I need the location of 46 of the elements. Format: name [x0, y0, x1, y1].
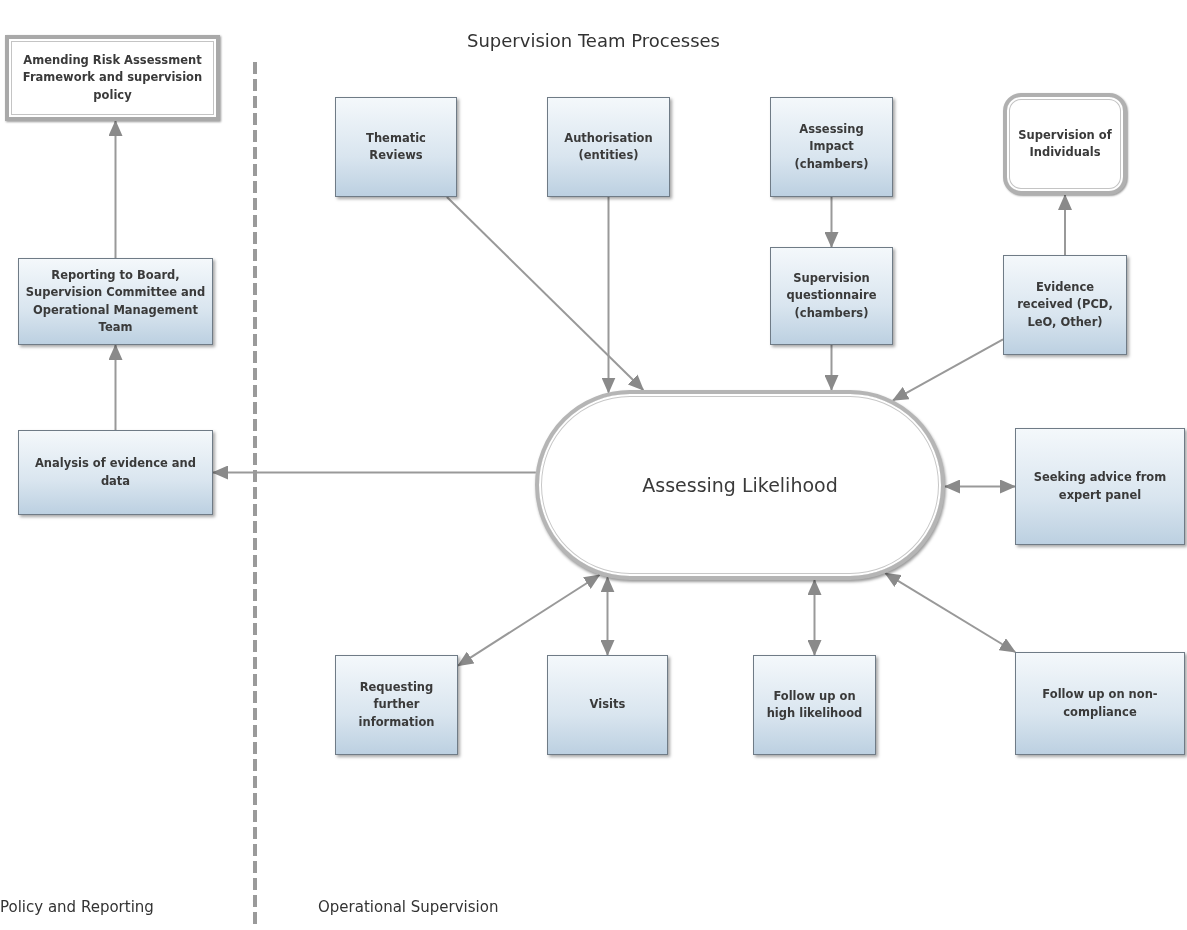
- process-box: [335, 97, 457, 197]
- node-label: Reporting to Board, Supervision Committee and Operational Management Team: [25, 267, 206, 336]
- node-label: Follow up on high likelihood: [765, 687, 864, 722]
- node-label: Supervision questionnaire (chambers): [785, 270, 878, 322]
- arrow: [108, 344, 123, 431]
- policy-box: [5, 35, 220, 121]
- arrow: [600, 576, 615, 656]
- process-box: [18, 258, 213, 345]
- arrow: [824, 344, 839, 391]
- node-label: Supervision of Individuals: [1017, 126, 1113, 161]
- arrow: [1058, 194, 1072, 256]
- node-label: Analysis of evidence and data: [33, 455, 198, 490]
- process-box: [1003, 255, 1127, 355]
- node-label: Seeking advice from expert panel: [1032, 469, 1168, 504]
- node-label: Amending Risk Assessment Framework and supervision policy: [21, 52, 204, 104]
- arrow: [212, 465, 537, 480]
- arrow: [108, 120, 123, 259]
- node-label: Requesting further information: [357, 679, 436, 731]
- region-label: Policy and Reporting: [0, 898, 154, 916]
- process-box: [547, 655, 668, 755]
- rounded-box: [1003, 93, 1127, 195]
- arrow: [884, 572, 1017, 653]
- node-label: Assessing Likelihood: [642, 472, 838, 498]
- process-box: [18, 430, 213, 515]
- arrow: [445, 196, 645, 391]
- node-label: Visits: [589, 696, 626, 714]
- process-box: [770, 97, 893, 197]
- arrow: [892, 338, 1004, 402]
- process-box: [1015, 428, 1185, 545]
- process-box: [770, 247, 893, 345]
- arrow: [457, 574, 601, 667]
- node-label: Authorisation (entities): [563, 129, 654, 164]
- node-label: Assessing Impact (chambers): [793, 121, 870, 173]
- arrow: [807, 579, 822, 656]
- process-box: [753, 655, 876, 755]
- region-label: Operational Supervision: [318, 898, 499, 916]
- node-label: Evidence received (PCD, LeO, Other): [1016, 279, 1114, 331]
- process-box: [547, 97, 670, 197]
- arrow: [944, 479, 1016, 494]
- arrow: [601, 196, 616, 394]
- process-box: [335, 655, 458, 755]
- process-box: [1015, 652, 1185, 755]
- arrow: [824, 196, 839, 248]
- diagram-title: Supervision Team Processes: [466, 30, 721, 51]
- node-label: Thematic Reviews: [365, 129, 427, 164]
- node-label: Follow up on non-compliance: [1041, 686, 1159, 721]
